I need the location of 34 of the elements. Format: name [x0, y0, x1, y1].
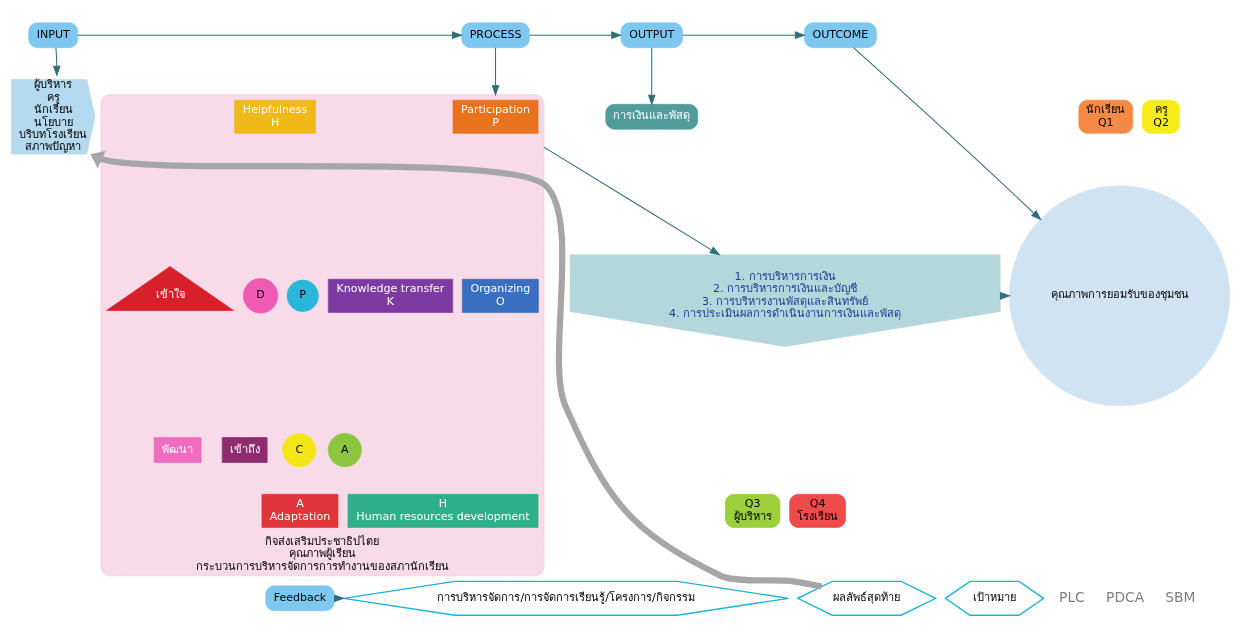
node-box: เข้าถึง — [221, 436, 268, 463]
node-circle: คุณภาพการยอมรับของชุมชน — [1009, 184, 1230, 406]
node-box: Q3 ผู้บริหาร — [725, 493, 781, 528]
label: SBM — [1165, 588, 1196, 605]
node-box: Participation P — [452, 99, 539, 134]
arrow — [647, 46, 656, 106]
node-box: H Human resources development — [347, 493, 539, 528]
node-box: OUTCOME — [804, 21, 877, 48]
arrow — [853, 46, 1042, 220]
arrow — [90, 150, 823, 590]
arrow — [543, 146, 721, 256]
node-box: Q4 โรงเรียน — [789, 493, 846, 528]
label: PDCA — [1106, 588, 1145, 605]
node-box: พัฒนา — [153, 436, 202, 463]
node-box: Organizing O — [462, 278, 539, 313]
node-circle: D — [242, 277, 279, 313]
node-box: ครู Q2 — [1142, 99, 1181, 134]
node-box: A Adaptation — [261, 493, 339, 528]
arrow — [682, 30, 806, 39]
node-box: Helpfulness H — [234, 99, 316, 134]
arrow — [529, 30, 623, 39]
node-box: INPUT — [28, 21, 79, 48]
node-box: Knowledge transfer K — [327, 278, 454, 313]
arrow — [77, 30, 464, 39]
node-circle: A — [327, 432, 362, 467]
arrow — [491, 46, 500, 96]
node-box: OUTPUT — [620, 21, 683, 48]
node-box: การเงินและพัสดุ — [605, 103, 699, 130]
node-circle: P — [286, 279, 319, 312]
arrow — [52, 46, 61, 77]
node-box: PROCESS — [461, 21, 530, 48]
node-circle: C — [282, 432, 317, 467]
label: PLC — [1059, 588, 1085, 605]
node-box: นักเรียน Q1 — [1078, 99, 1134, 134]
